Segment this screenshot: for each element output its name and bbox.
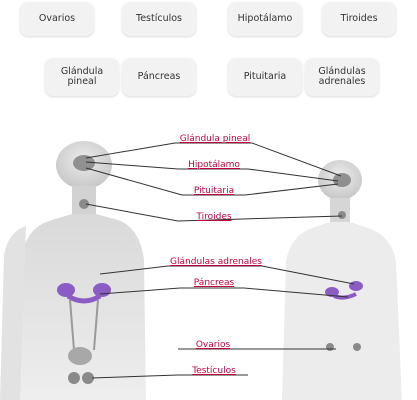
female-figure — [282, 160, 402, 400]
label-tiroides[interactable]: Tiroides — [196, 212, 231, 222]
male-adrenal-right — [93, 283, 111, 297]
male-torso — [20, 214, 146, 400]
label-testiculos[interactable]: Testículos — [192, 366, 236, 376]
label-ovarios[interactable]: Ovarios — [196, 340, 230, 350]
male-adrenal-left — [57, 283, 75, 297]
male-testis-left — [68, 372, 80, 384]
female-brain-region — [333, 173, 351, 187]
male-bladder — [68, 347, 92, 365]
female-ovary-right — [353, 343, 361, 351]
label-pancreas[interactable]: Páncreas — [194, 278, 234, 288]
label-glandulas-adrenales[interactable]: Glándulas adrenales — [170, 257, 262, 267]
female-adrenal-right — [349, 281, 363, 291]
female-ovary-left — [326, 343, 334, 351]
label-hipotalamo[interactable]: Hipotálamo — [188, 160, 240, 170]
female-thyroid — [338, 211, 346, 219]
label-pituitaria[interactable]: Pituitaria — [194, 186, 234, 196]
male-figure — [0, 141, 146, 400]
female-torso — [282, 222, 402, 400]
label-glandula-pineal[interactable]: Glándula pineal — [180, 134, 250, 144]
